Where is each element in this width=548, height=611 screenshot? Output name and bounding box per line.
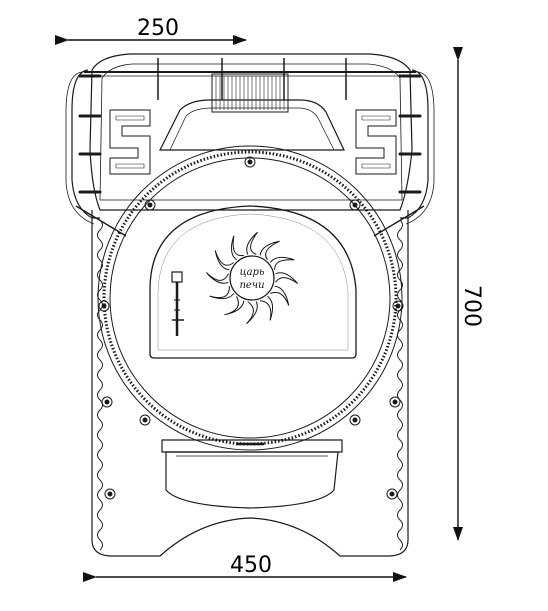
rivet-center — [101, 303, 107, 309]
sun-ray — [260, 295, 274, 321]
dimension-height: 700 — [453, 47, 484, 541]
rivet-center — [352, 202, 358, 208]
sun-logo-text-line2: печи — [239, 280, 264, 291]
sun-ray — [246, 231, 258, 255]
rivet — [101, 396, 113, 408]
sun-logo-disc — [229, 255, 275, 301]
sun-ray — [230, 235, 244, 261]
sun-ray — [259, 240, 280, 260]
dimension-label-height: 700 — [459, 285, 484, 327]
round-body-outer — [97, 145, 403, 451]
rivet-center — [147, 202, 153, 208]
rivet-center — [392, 399, 398, 405]
right-meander-emblem — [355, 109, 397, 175]
sun-ray — [246, 301, 258, 325]
rivet — [98, 300, 110, 312]
right-diagonal-rail — [373, 205, 425, 237]
rivet-center — [142, 417, 148, 423]
top-panel-inner — [169, 107, 335, 151]
chimney-grille — [211, 73, 289, 113]
top-tank — [89, 53, 413, 211]
right-handle — [398, 69, 435, 225]
rivet — [386, 488, 398, 500]
rail-posts — [157, 58, 347, 100]
rivet-center — [104, 399, 110, 405]
rivet-center — [352, 417, 358, 423]
top-tank-inner — [99, 63, 403, 201]
sun-ray — [214, 250, 235, 271]
rivet — [389, 396, 401, 408]
left-meander-emblem — [109, 109, 151, 175]
dimension-label-bottom: 450 — [230, 553, 272, 578]
sun-ray — [275, 272, 299, 284]
rivet — [144, 199, 156, 211]
sun-ray — [209, 286, 235, 300]
sun-logo-text-line1: царь — [240, 267, 265, 278]
firebox-door-inner — [157, 213, 349, 351]
stove-body — [65, 53, 435, 557]
sun-ray — [224, 296, 245, 316]
dimension-label-top: 250 — [137, 16, 179, 41]
lower-body-left-wavy-edge — [97, 219, 103, 551]
sun-logo: царь печи — [205, 231, 299, 325]
top-panel — [159, 99, 345, 151]
rivet — [104, 488, 116, 500]
sun-ray — [270, 285, 290, 306]
rivet-center — [389, 491, 395, 497]
rivet — [349, 199, 361, 211]
round-body-serrated-ring — [102, 150, 398, 446]
rivet — [139, 414, 151, 426]
rivet — [244, 156, 256, 168]
sun-ray — [205, 272, 229, 284]
rivet-center — [395, 303, 401, 309]
firebox-door — [149, 205, 357, 359]
rivets — [98, 156, 404, 500]
ash-drawer — [161, 439, 343, 509]
dimension-bottom-width: 450 — [83, 553, 407, 582]
dimension-top-width: 250 — [55, 16, 247, 45]
lower-body-outline — [91, 210, 409, 557]
door-latch — [171, 271, 184, 336]
left-handle — [65, 69, 102, 225]
rivet — [392, 300, 404, 312]
sun-ray — [269, 256, 295, 270]
rivet — [349, 414, 361, 426]
round-body-inner — [109, 157, 391, 439]
rivet-center — [107, 491, 113, 497]
lower-body-right-wavy-edge — [397, 219, 403, 551]
rivet-center — [247, 159, 253, 165]
